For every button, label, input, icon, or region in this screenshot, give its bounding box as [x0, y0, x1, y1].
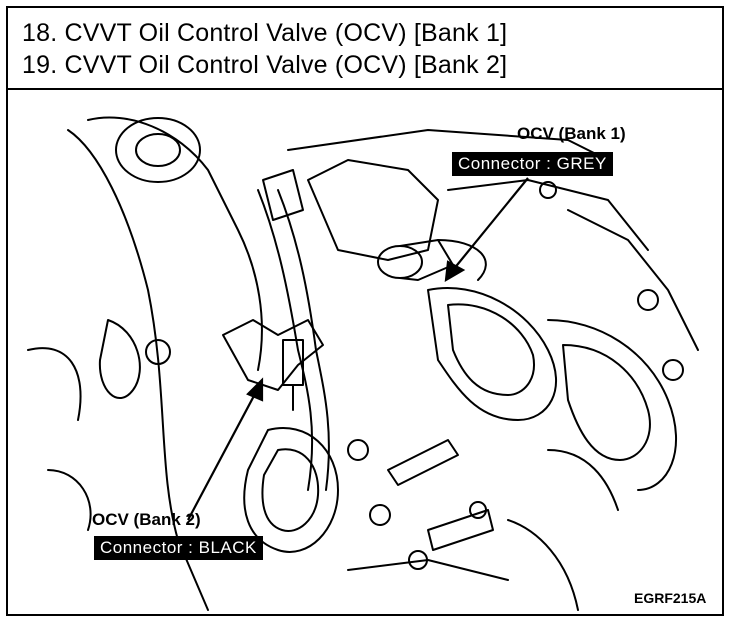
ocv-bank1-body: [377, 245, 423, 279]
pulley: [115, 117, 201, 183]
ocv-bank2-connector-badge: Connector : BLACK: [94, 536, 263, 560]
ocv-bank1-label: OCV (Bank 1): [517, 124, 626, 143]
ocv-bank2-connector: [222, 319, 324, 391]
ocv-bank1-connector-badge: Connector : GREY: [452, 152, 613, 176]
figure-code: EGRF215A: [634, 590, 707, 606]
timing-cover-outline: [67, 129, 209, 611]
ocv-bank2-label: OCV (Bank 2): [92, 510, 201, 529]
intake-manifold: [427, 287, 558, 421]
pointer-arrow-bank2: [187, 391, 257, 521]
engine-illustration: OCV (Bank 1) Connector : GREY OCV (Bank …: [8, 90, 722, 614]
header: 18. CVVT Oil Control Valve (OCV) [Bank 1…: [8, 8, 722, 90]
title-line-1: 18. CVVT Oil Control Valve (OCV) [Bank 1…: [22, 19, 508, 47]
figure-frame: 18. CVVT Oil Control Valve (OCV) [Bank 1…: [6, 6, 724, 616]
wiring-harness: [257, 189, 314, 491]
engine-line-drawing: [27, 116, 699, 611]
title-line-2: 19. CVVT Oil Control Valve (OCV) [Bank 2…: [22, 51, 508, 79]
pointer-arrow-bank1: [452, 177, 529, 271]
